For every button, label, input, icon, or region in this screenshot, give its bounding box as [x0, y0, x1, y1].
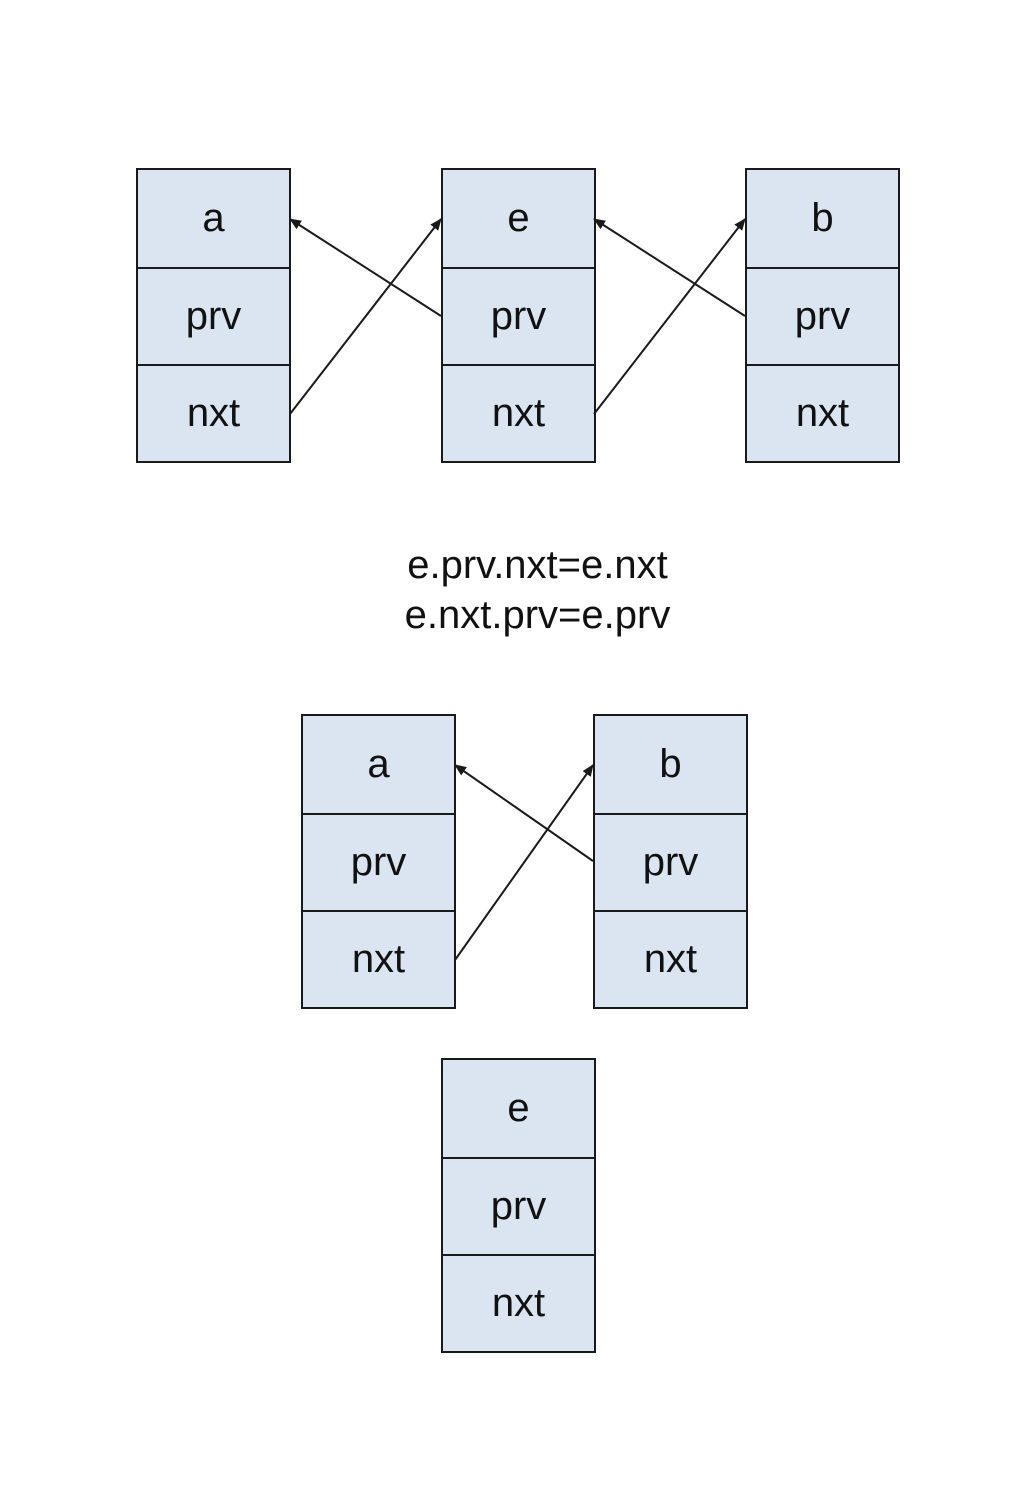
bottom-node-b: b prv nxt: [593, 714, 748, 1009]
node-prv-cell: prv: [443, 267, 594, 364]
arrow-a-nxt-to-b: [454, 764, 594, 961]
node-prv-cell: prv: [303, 813, 454, 910]
arrow-b-prv-to-a: [454, 764, 594, 862]
detached-node-e: e prv nxt: [441, 1058, 596, 1353]
arrow-b-prv-to-e: [593, 218, 746, 317]
node-name-cell: b: [811, 196, 834, 240]
node-nxt-cell: nxt: [138, 364, 289, 461]
node-name-cell: e: [507, 196, 530, 240]
bottom-node-a: a prv nxt: [301, 714, 456, 1009]
top-node-e: e prv nxt: [441, 168, 596, 463]
top-node-a: a prv nxt: [136, 168, 291, 463]
node-prv-cell: prv: [747, 267, 898, 364]
arrow-e-prv-to-a: [289, 218, 442, 317]
node-prv-cell: prv: [595, 813, 746, 910]
top-node-b: b prv nxt: [745, 168, 900, 463]
node-nxt-cell: nxt: [747, 364, 898, 461]
arrow-e-nxt-to-b: [593, 218, 746, 415]
formula-text: e.prv.nxt=e.nxt e.nxt.prv=e.prv: [300, 540, 775, 640]
node-nxt-cell: nxt: [303, 910, 454, 1007]
arrow-a-nxt-to-e: [289, 218, 442, 415]
node-name-cell: a: [367, 742, 390, 786]
node-prv-cell: prv: [138, 267, 289, 364]
node-name-cell: b: [659, 742, 682, 786]
node-name-cell: e: [507, 1086, 530, 1130]
node-nxt-cell: nxt: [443, 364, 594, 461]
node-name-cell: a: [202, 196, 225, 240]
node-nxt-cell: nxt: [443, 1254, 594, 1351]
node-prv-cell: prv: [443, 1157, 594, 1254]
node-nxt-cell: nxt: [595, 910, 746, 1007]
formula-line-1: e.prv.nxt=e.nxt: [407, 543, 668, 587]
formula-line-2: e.nxt.prv=e.prv: [404, 593, 671, 637]
